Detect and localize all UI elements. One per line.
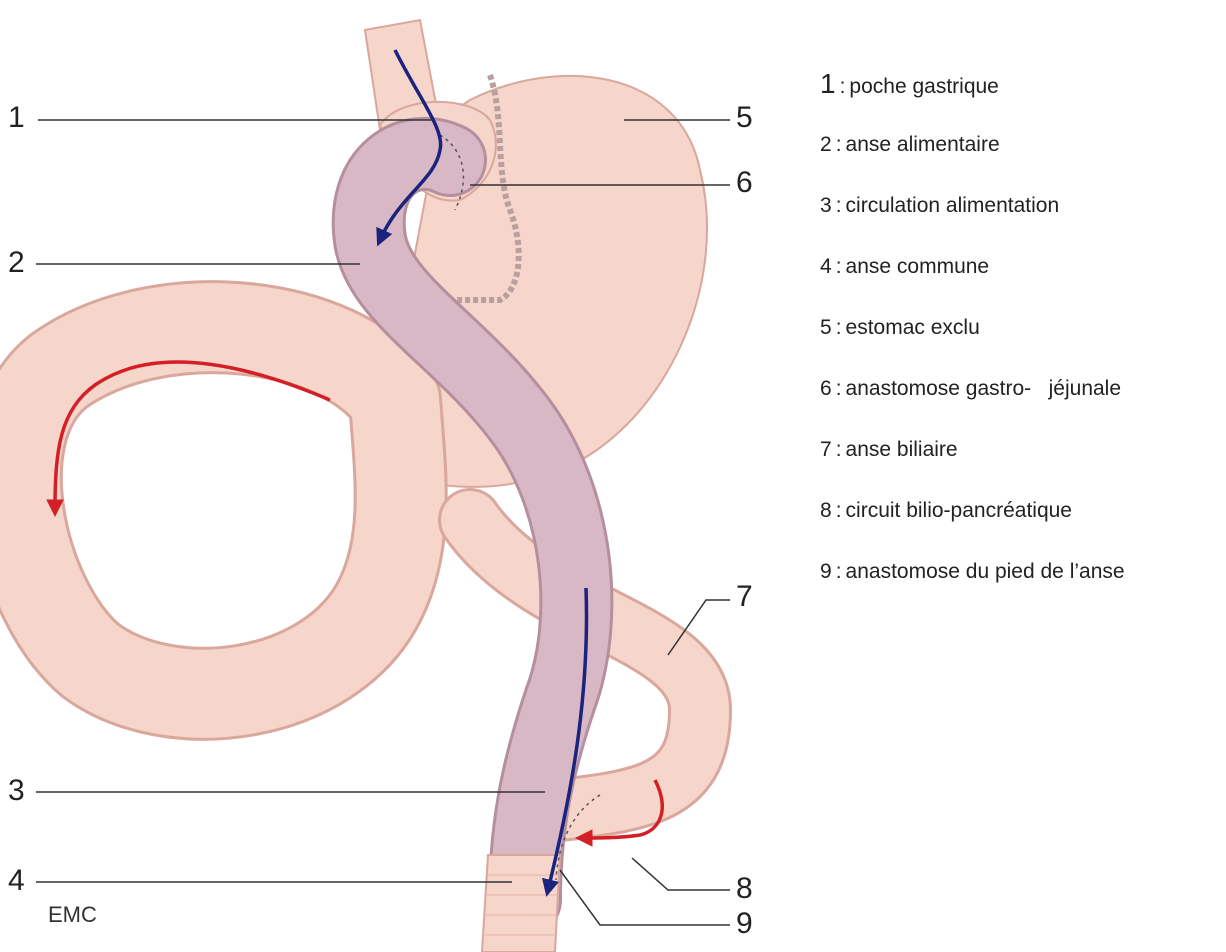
leader-line-8 bbox=[632, 858, 730, 890]
legend-item: 3:circulation alimentation bbox=[820, 184, 1220, 245]
callout-1: 1 bbox=[8, 101, 25, 134]
legend-item-text: anastomose gastro- jéjunale bbox=[846, 377, 1122, 400]
leader-line-9 bbox=[560, 870, 730, 925]
legend-item-text: anse biliaire bbox=[846, 438, 958, 461]
legend-item: 9:anastomose du pied de l’anse bbox=[820, 550, 1220, 611]
legend-item: 2:anse alimentaire bbox=[820, 123, 1220, 184]
callout-7: 7 bbox=[736, 580, 753, 613]
legend-item-text: anastomose du pied de l’anse bbox=[846, 560, 1125, 583]
legend-item-text: estomac exclu bbox=[846, 316, 980, 339]
legend-item-text: anse alimentaire bbox=[846, 133, 1000, 156]
callout-3: 3 bbox=[8, 774, 25, 807]
callout-8: 8 bbox=[736, 872, 753, 905]
legend: 1:poche gastrique 2:anse alimentaire 3:c… bbox=[820, 62, 1220, 611]
legend-item: 8:circuit bilio-pancréatique bbox=[820, 489, 1220, 550]
callout-6: 6 bbox=[736, 166, 753, 199]
legend-item-text: circuit bilio-pancréatique bbox=[846, 499, 1072, 522]
callout-2: 2 bbox=[8, 246, 25, 279]
legend-item: 6:anastomose gastro- jéjunale bbox=[820, 367, 1220, 428]
callout-4: 4 bbox=[8, 864, 25, 897]
bile-flow-arrow-left bbox=[55, 362, 330, 510]
legend-item-text: circulation alimentation bbox=[846, 194, 1060, 217]
callout-9: 9 bbox=[736, 907, 753, 940]
legend-item-text: poche gastrique bbox=[849, 75, 998, 98]
legend-item: 1:poche gastrique bbox=[820, 62, 1220, 123]
legend-item: 7:anse biliaire bbox=[820, 428, 1220, 489]
legend-item-text: anse commune bbox=[846, 255, 990, 278]
common-limb bbox=[482, 855, 560, 952]
callout-5: 5 bbox=[736, 101, 753, 134]
emc-logo: EMC bbox=[48, 902, 97, 927]
legend-item: 5:estomac exclu bbox=[820, 306, 1220, 367]
legend-item: 4:anse commune bbox=[820, 245, 1220, 306]
